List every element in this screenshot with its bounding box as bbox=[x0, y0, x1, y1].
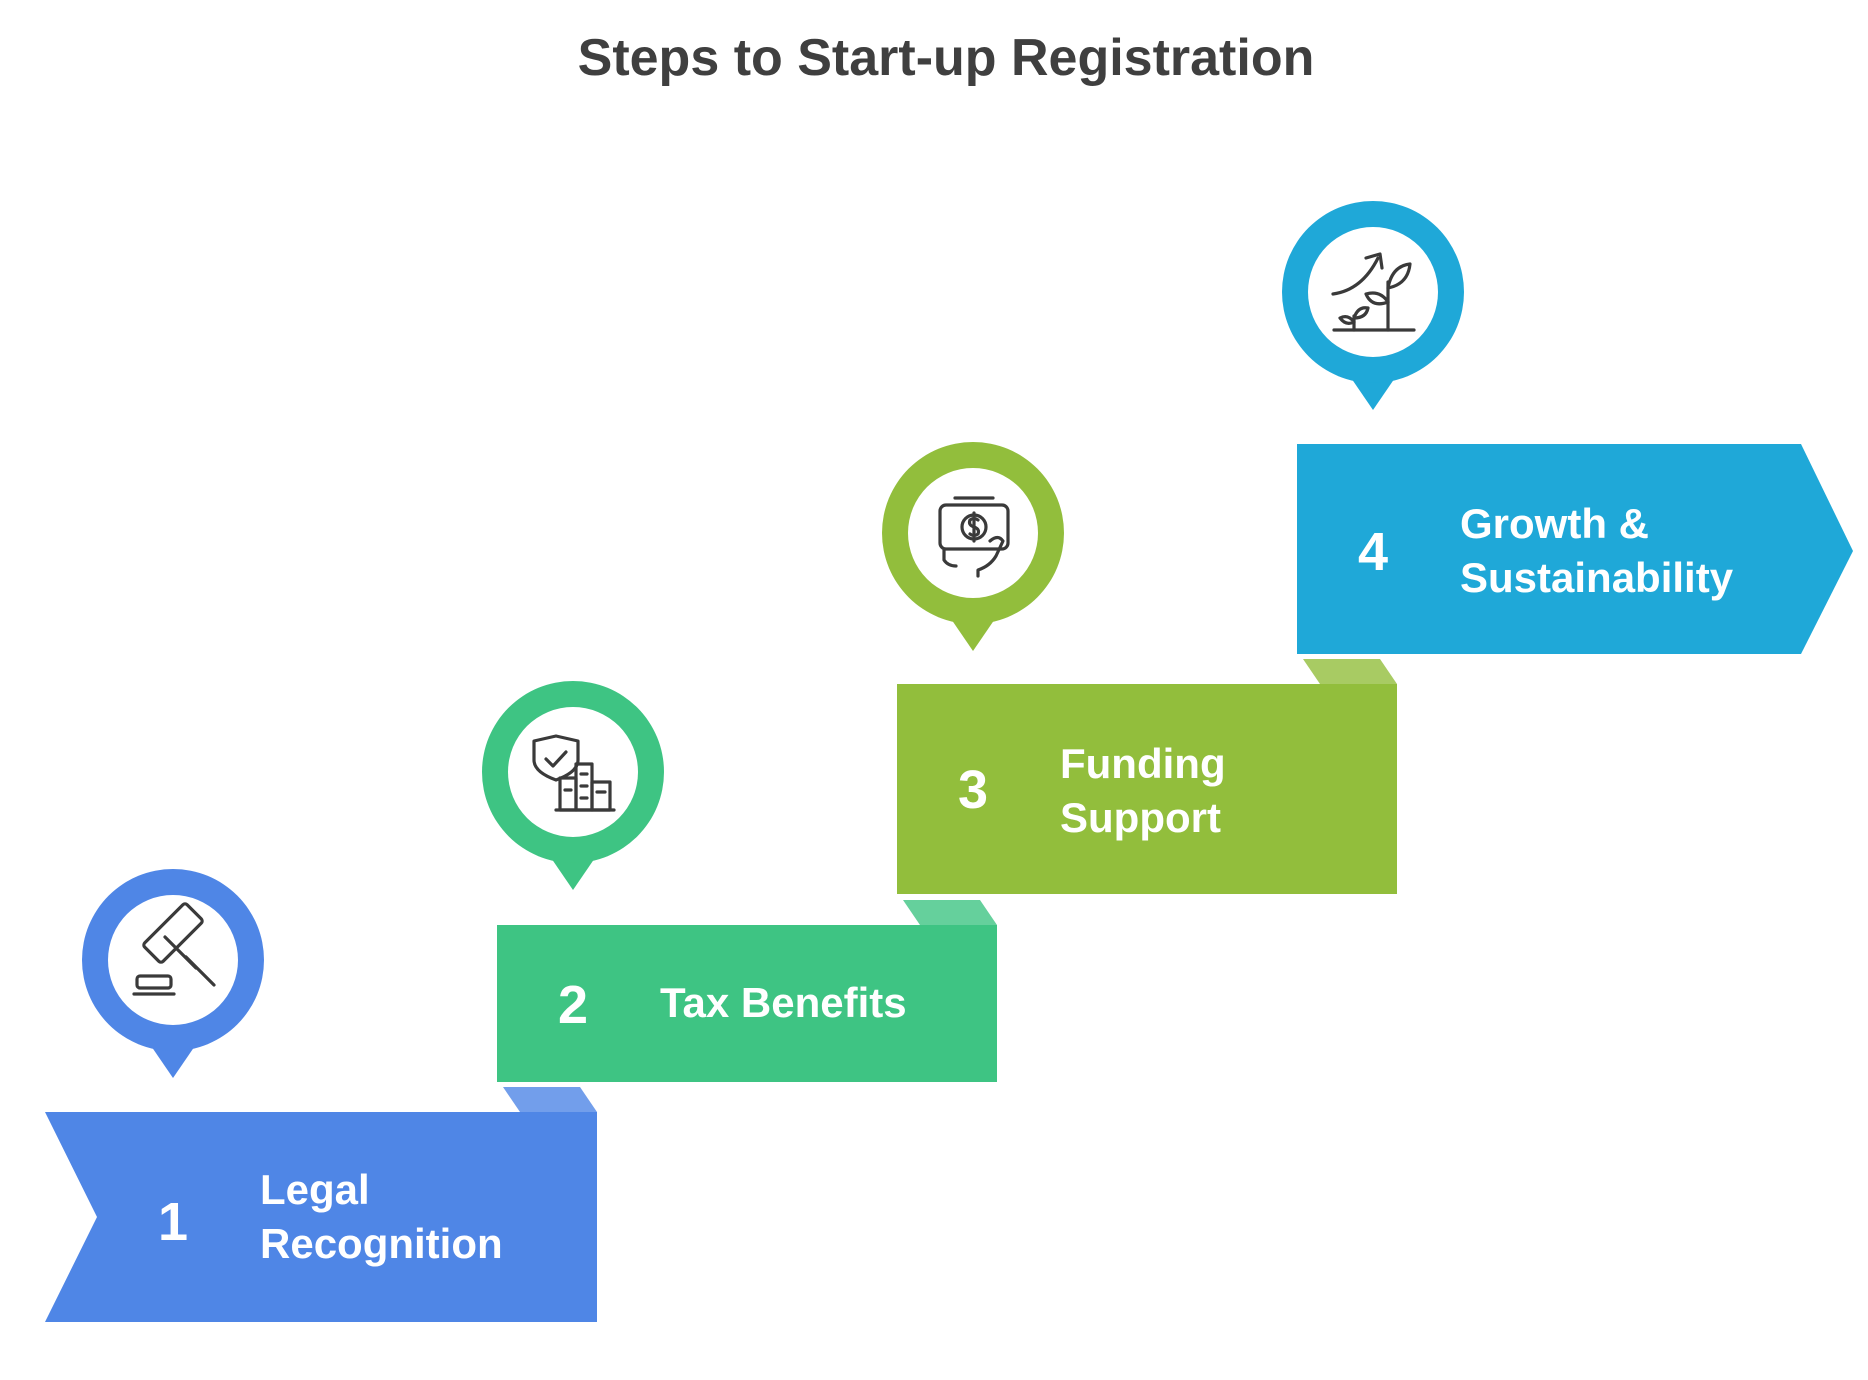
step-4-ribbon bbox=[1297, 444, 1853, 654]
step-2-label-line1: Tax Benefits bbox=[660, 979, 907, 1026]
step-1-label-line2: Recognition bbox=[260, 1220, 503, 1267]
step-3-ribbon bbox=[897, 684, 1397, 894]
step-4-label-line2: Sustainability bbox=[1460, 554, 1734, 601]
growth-plant-icon bbox=[1331, 252, 1416, 332]
step-1-number: 1 bbox=[158, 1192, 188, 1252]
diagram-title: Steps to Start-up Registration bbox=[578, 29, 1315, 87]
step-1-fold bbox=[503, 1087, 597, 1112]
step-2-marker bbox=[482, 681, 664, 890]
step-4: 4 Growth & Sustainability bbox=[1282, 201, 1853, 654]
step-4-marker bbox=[1282, 201, 1464, 410]
step-3-number: 3 bbox=[958, 760, 988, 820]
step-1-ribbon bbox=[45, 1112, 597, 1322]
step-3-label-line2: Support bbox=[1060, 794, 1221, 841]
step-1-label-line1: Legal bbox=[260, 1166, 370, 1213]
step-2-ribbon bbox=[497, 925, 997, 1082]
step-2: 2 Tax Benefits bbox=[482, 681, 997, 1082]
step-4-number: 4 bbox=[1358, 522, 1388, 582]
money-hand-icon bbox=[938, 496, 1010, 578]
gavel-icon bbox=[132, 902, 216, 996]
step-3: 3 Funding Support bbox=[882, 442, 1397, 894]
step-3-fold bbox=[1303, 659, 1397, 684]
step-1: 1 Legal Recognition bbox=[45, 869, 597, 1322]
step-3-marker bbox=[882, 442, 1064, 651]
step-2-number: 2 bbox=[558, 975, 588, 1035]
step-3-label-line1: Funding bbox=[1060, 740, 1226, 787]
shield-buildings-icon bbox=[532, 734, 616, 812]
step-4-label-line1: Growth & bbox=[1460, 500, 1649, 547]
step-1-marker bbox=[82, 869, 264, 1078]
step-2-fold bbox=[903, 900, 997, 925]
